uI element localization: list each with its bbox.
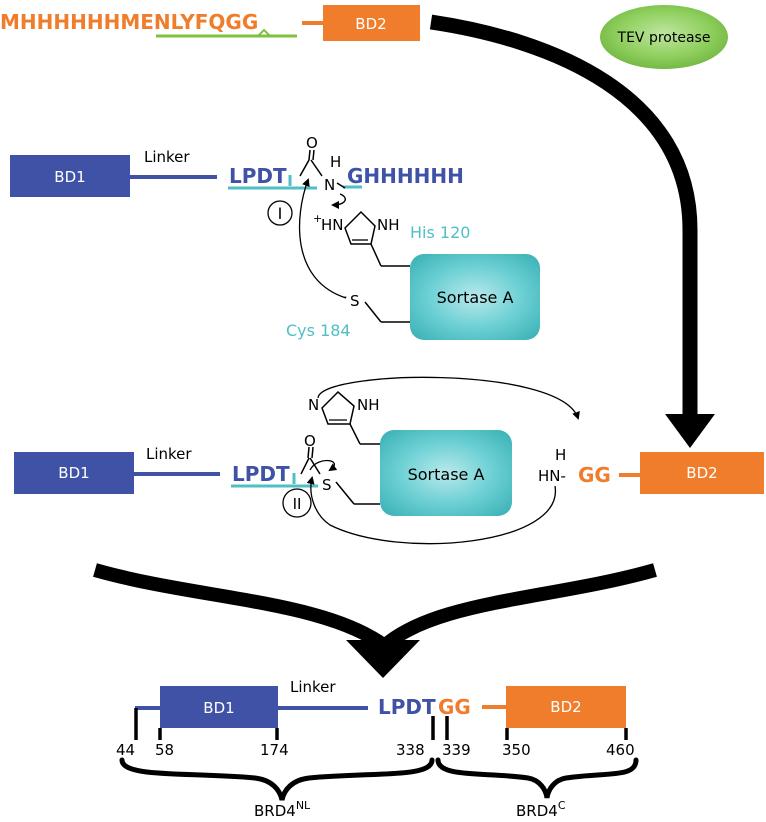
step1-co-bond-2 xyxy=(312,149,315,161)
step1-sortase-label: Sortase A xyxy=(437,288,514,307)
step1-co-bond-1 xyxy=(308,149,311,161)
merge-arrow-right xyxy=(375,563,657,656)
product-bd2-box xyxy=(506,686,626,728)
step2-imid-nh: NH xyxy=(357,396,380,414)
step1-cys-bond-1 xyxy=(364,301,382,323)
step2-his-bond-1 xyxy=(349,423,361,445)
product-linker-label: Linker xyxy=(290,678,336,696)
step-1: BD1 Linker LPDT O H N GHHHHHH I + HN NH … xyxy=(10,134,540,340)
step2-imidazole-ring xyxy=(321,390,355,425)
step2-bd2-box xyxy=(640,452,764,494)
merge-arrowhead xyxy=(346,640,420,678)
product-bd1-label: BD1 xyxy=(203,699,234,717)
step2-bd2-label: BD2 xyxy=(686,464,717,482)
pos-58: 58 xyxy=(155,741,174,759)
step2-co-bond-2 xyxy=(311,446,314,459)
step2-cys-bond-1 xyxy=(335,481,355,505)
step1-oxygen: O xyxy=(306,134,318,152)
pos-44: 44 xyxy=(116,741,135,759)
step2-bd1-box xyxy=(14,452,134,494)
product: BD1 Linker LPDT GG BD2 44 58 174 338 339… xyxy=(116,678,639,820)
step1-bd1-label: BD1 xyxy=(54,168,85,186)
brd4-c-label: BRD4C xyxy=(516,799,566,820)
step2-bond-a xyxy=(300,457,310,475)
brd4-nl-base: BRD4 xyxy=(254,802,296,820)
brace-nl xyxy=(119,757,435,801)
tev-cleavage-mark xyxy=(257,28,271,37)
brd4-c-sup: C xyxy=(558,799,566,812)
step2-sortase-label: Sortase A xyxy=(408,465,485,484)
step2-imid-n: N xyxy=(308,396,319,414)
his-tag-sequence: MHHHHHHMENLYFQGG xyxy=(0,10,258,34)
top-bd2-label: BD2 xyxy=(355,15,386,33)
product-gg: GG xyxy=(438,695,471,719)
step2-carbonyl-arrow xyxy=(309,459,338,472)
step1-amide-h: H xyxy=(330,153,341,171)
step1-imid-hn: HN xyxy=(321,216,344,234)
step1-bond-c xyxy=(336,182,346,189)
step1-bd1-box xyxy=(10,155,130,197)
step2-nucleophile-h: H xyxy=(555,446,566,464)
brace-c xyxy=(435,757,639,799)
step1-bond-a xyxy=(299,159,310,177)
pos-338: 338 xyxy=(396,741,425,759)
step1-imid-nh: NH xyxy=(377,216,400,234)
step1-his-label: His 120 xyxy=(410,223,470,242)
step1-linker-label: Linker xyxy=(144,148,190,166)
tev-protease-ellipse xyxy=(600,5,728,69)
step2-oxygen: O xyxy=(304,432,316,450)
step1-imidazole-ring xyxy=(344,210,376,245)
sequence-prefix: MHHHHHHM xyxy=(0,10,140,34)
sequence-suffix: GG xyxy=(225,10,258,34)
step2-nucleophile-hn: HN- xyxy=(538,467,566,485)
step2-linker-label: Linker xyxy=(146,445,192,463)
pos-339: 339 xyxy=(442,741,471,759)
step1-lpdt: LPDT xyxy=(229,164,287,188)
step-2: BD1 Linker LPDT O S N NH Sortase A II H … xyxy=(14,376,764,545)
pos-174: 174 xyxy=(260,741,289,759)
step1-gly-his-tag: GHHHHHH xyxy=(347,164,464,188)
step1-sortase-box xyxy=(410,254,540,340)
step1-bond-b xyxy=(310,159,323,177)
product-bd2-label: BD2 xyxy=(550,698,581,716)
step2-sulfur: S xyxy=(322,476,332,494)
step2-numeral: II xyxy=(293,495,302,513)
step1-amide-n: N xyxy=(324,176,335,194)
brd4-nl-sup: NL xyxy=(296,799,311,812)
top-construct: MHHHHHHMENLYFQGG BD2 TEV protease xyxy=(0,5,728,69)
step2-sortase-box xyxy=(380,430,512,516)
step2-nucleophile-gg: GG xyxy=(578,463,611,487)
step1-numeral-circle xyxy=(267,200,293,226)
step1-his-bond-1 xyxy=(370,243,382,267)
product-lpdt: LPDT xyxy=(378,695,436,719)
step1-thiolate-charge: - xyxy=(343,290,347,303)
merge-arrow-left xyxy=(93,563,395,656)
step2-proton-arc xyxy=(317,376,580,420)
step1-sulfur: S xyxy=(350,292,360,310)
step2-bd1-label: BD1 xyxy=(58,464,89,482)
brd4-nl-label: BRD4NL xyxy=(254,799,311,820)
step2-co-bond-1 xyxy=(307,446,310,459)
step1-cys-label: Cys 184 xyxy=(286,321,351,340)
step2-lpdt: LPDT xyxy=(232,462,290,486)
step2-bond-b xyxy=(309,457,321,475)
tev-protease-label: TEV protease xyxy=(617,30,711,46)
product-bd1-box xyxy=(160,686,278,728)
tev-site-sequence: ENLYFQ xyxy=(140,10,225,34)
step1-plus-charge: + xyxy=(313,212,322,225)
brd4-c-base: BRD4 xyxy=(516,802,558,820)
step1-proton-arrow xyxy=(331,193,346,209)
step2-amine-attack-arrow xyxy=(306,476,556,545)
big-arrowhead xyxy=(665,414,715,448)
pos-460: 460 xyxy=(606,741,635,759)
step1-numeral: I xyxy=(278,204,283,223)
pos-350: 350 xyxy=(502,741,531,759)
step2-numeral-circle xyxy=(282,488,312,518)
top-bd2-box xyxy=(323,5,420,41)
step1-attack-arrow xyxy=(298,178,347,299)
big-curved-arrow xyxy=(429,14,698,418)
